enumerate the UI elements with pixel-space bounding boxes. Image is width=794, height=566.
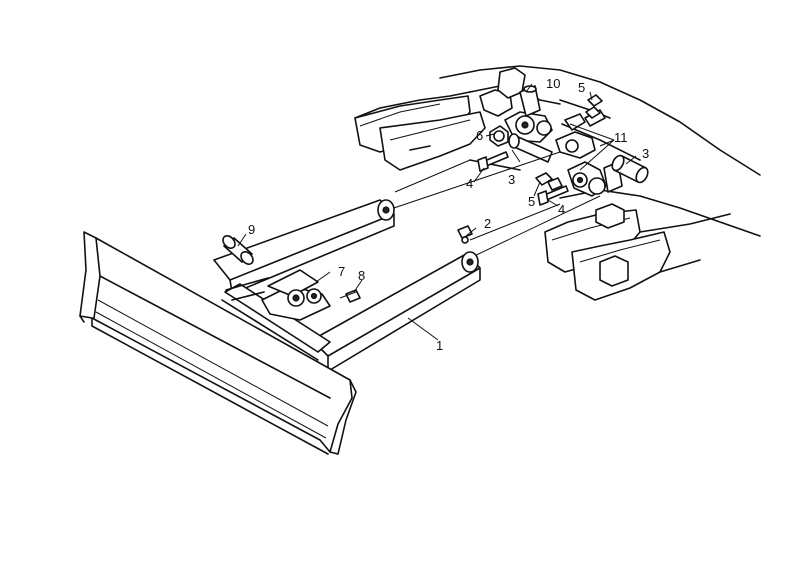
callout-4-upper: 4: [466, 176, 473, 191]
callout-labels: 1 2 3 3 4 4 5 5 6 7 8 9 10 11: [248, 76, 649, 353]
callout-8: 8: [358, 268, 365, 283]
nut-5-upper: [585, 94, 603, 119]
pin-3-right: [611, 154, 649, 184]
pin-9: [222, 235, 254, 265]
push-arm-right: [311, 251, 481, 371]
alignment-lines: [387, 151, 601, 259]
callout-4-lower: 4: [558, 202, 565, 217]
callout-9: 9: [248, 222, 255, 237]
bolt-4-upper: [477, 151, 509, 172]
clip-2: [457, 225, 473, 244]
callout-6: 6: [476, 128, 483, 143]
bolt-8: [339, 289, 361, 303]
callout-3-center: 3: [508, 172, 515, 187]
tractor-frame-front: [544, 189, 761, 301]
callout-2: 2: [484, 216, 491, 231]
dozer-blade: [79, 231, 357, 455]
callout-3-right: 3: [642, 146, 649, 161]
tractor-frame-rear: [354, 65, 761, 176]
pivot-bracket: [225, 269, 331, 321]
callout-7: 7: [338, 264, 345, 279]
push-arm-left: [213, 199, 395, 293]
callout-5-lower: 5: [528, 194, 535, 209]
leader-lines: [237, 83, 637, 341]
callout-10: 10: [546, 76, 560, 91]
bolt-4-lower: [537, 185, 569, 206]
callout-5-upper: 5: [578, 80, 585, 95]
callout-1: 1: [436, 338, 443, 353]
callout-11: 11: [614, 130, 628, 145]
